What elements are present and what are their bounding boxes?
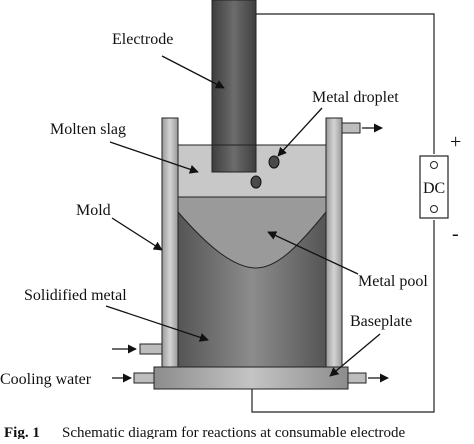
metal-pool (177, 196, 327, 269)
label-mold: Mold (76, 202, 111, 219)
caption-text: Schematic diagram for reactions at consu… (62, 425, 406, 439)
baseplate (153, 366, 349, 390)
leader-electrode (161, 55, 225, 89)
leader-solidified-metal (105, 305, 209, 342)
plus-sign: + (450, 131, 461, 153)
dc-label: DC (423, 180, 445, 197)
terminal-positive (430, 161, 438, 169)
label-molten-slag: Molten slag (50, 121, 126, 138)
caption-number: Fig. 1 (4, 425, 40, 439)
inlet-pipe-left (139, 343, 163, 355)
leader-molten-slag (109, 141, 199, 174)
mold-wall-right (325, 117, 343, 368)
minus-sign: - (452, 223, 459, 245)
label-electrode: Electrode (112, 31, 173, 48)
leader-metal-pool (267, 231, 359, 275)
leader-baseplate (329, 333, 381, 377)
label-metal-droplet: Metal droplet (312, 89, 399, 106)
circuit-wire-top (256, 13, 435, 154)
terminal-negative (430, 205, 438, 213)
metal-droplet-2 (250, 175, 262, 189)
label-baseplate: Baseplate (350, 313, 412, 330)
baseplate-outlet-pipe (347, 372, 367, 384)
leader-mold (111, 217, 163, 251)
metal-droplet-1 (268, 155, 280, 169)
electrode-tip (211, 144, 257, 173)
label-cooling-water: Cooling water (0, 371, 92, 388)
circuit-wire-bottom (251, 220, 435, 413)
label-metal-pool: Metal pool (358, 273, 428, 290)
baseplate-inlet-pipe (133, 372, 155, 384)
label-solidified-metal: Solidified metal (24, 287, 127, 304)
outlet-pipe-top (341, 122, 361, 134)
leader-metal-droplet (277, 107, 323, 157)
